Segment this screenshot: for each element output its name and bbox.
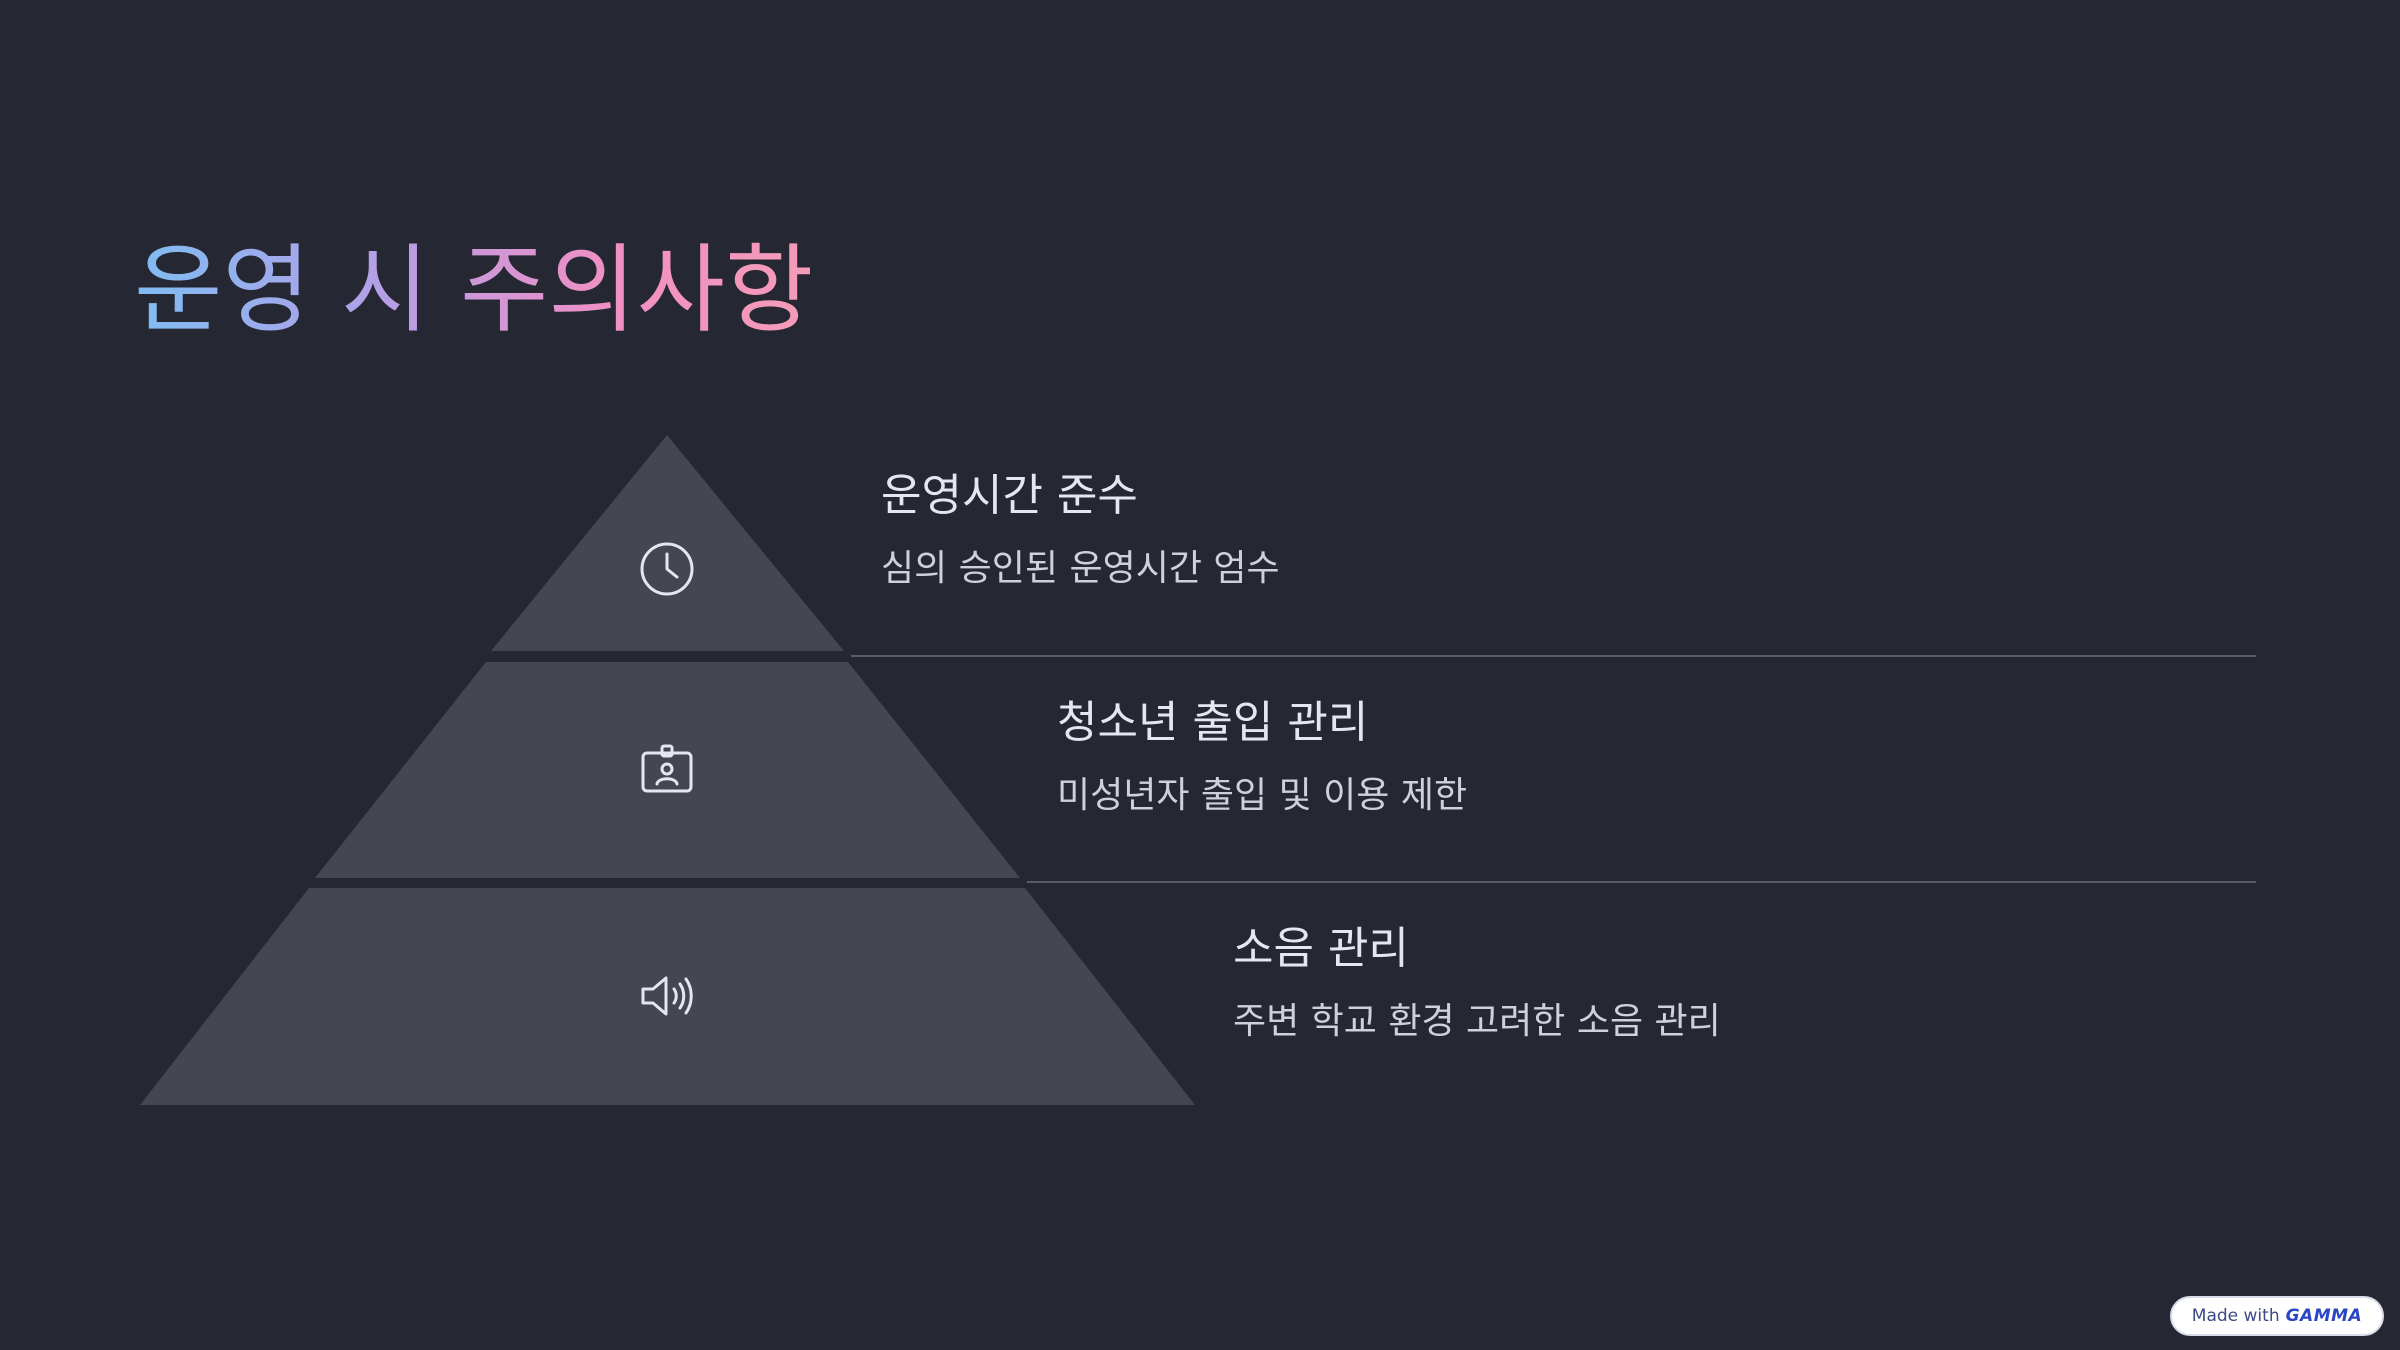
tier-1-title: 운영시간 준수 [881,470,1138,521]
tier-2-text: 청소년 출입 관리 미성년자 출입 및 이용 제한 [1057,697,1467,817]
tier-3-description: 주변 학교 환경 고려한 소음 관리 [1233,1000,1721,1042]
made-with-gamma-badge[interactable]: Made with GAMMA [2170,1296,2384,1336]
tier-2-description: 미성년자 출입 및 이용 제한 [1057,774,1468,816]
tier-3-title: 소음 관리 [1233,923,1409,974]
clock-icon [637,539,697,599]
tier-1-description: 심의 승인된 운영시간 엄수 [881,547,1280,589]
tier-1-text: 운영시간 준수 심의 승인된 운영시간 엄수 [881,470,1280,590]
tier-2-title: 청소년 출입 관리 [1057,697,1369,748]
slide-title: 운영 시 주의사항 [134,234,814,346]
badge-prefix: Made with [2191,1306,2280,1326]
pyramid-tier-2 [315,662,1020,878]
gamma-logo: GAMMA [2285,1306,2363,1326]
id-badge-icon [637,740,697,800]
speaker-icon [637,966,697,1026]
tier-3-text: 소음 관리 주변 학교 환경 고려한 소음 관리 [1233,923,1721,1043]
